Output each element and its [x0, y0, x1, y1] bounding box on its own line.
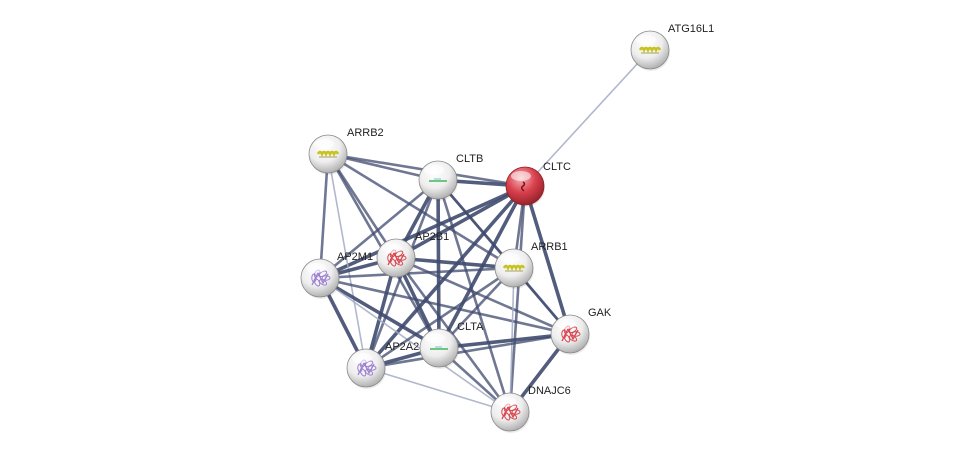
edge-gak-ap2a2 — [364, 332, 572, 370]
node-label-arrb2: ARRB2 — [347, 127, 384, 139]
node-gloss — [636, 35, 656, 45]
edge-ap2m1-arrb1 — [318, 266, 516, 280]
node-arrb1[interactable]: ARRB1 — [494, 241, 568, 289]
node-label-arrb1: ARRB1 — [531, 241, 568, 253]
node-gloss — [511, 171, 531, 181]
node-label-atg16l1: ATG16L1 — [668, 23, 714, 35]
node-label-ap2m1: AP2M1 — [337, 251, 373, 263]
edge-ap2m1-gak — [318, 276, 572, 336]
node-gloss — [314, 139, 334, 149]
edge-cltc-ap2b1 — [394, 184, 527, 260]
node-label-ap2b1: AP2B1 — [415, 231, 449, 243]
node-gloss — [496, 397, 516, 407]
edge-cltc-ap2a2 — [364, 184, 527, 370]
edge-cltc-dnajc6 — [508, 184, 527, 414]
node-cltc[interactable]: CLTC — [505, 161, 571, 207]
node-label-dnajc6: DNAJC6 — [528, 385, 571, 397]
structure-icon — [316, 150, 340, 158]
edge-ap2m1-dnajc6 — [319, 277, 511, 413]
node-gloss — [556, 319, 576, 329]
edge-cltc-gak — [523, 184, 572, 336]
node-gloss — [382, 243, 402, 253]
edge-ap2m1-clta — [318, 276, 441, 350]
structure-icon — [502, 264, 526, 272]
node-gloss — [425, 333, 445, 343]
structure-icon — [638, 46, 662, 54]
node-label-gak: GAK — [588, 307, 612, 319]
structure-icon — [561, 325, 581, 343]
edge-ap2b1-gak — [394, 256, 572, 336]
node-gak[interactable]: GAK — [550, 307, 612, 355]
node-arrb2[interactable]: ARRB2 — [308, 127, 384, 175]
node-label-clta: CLTA — [457, 321, 484, 333]
node-gloss — [352, 353, 372, 363]
node-atg16l1[interactable]: ATG16L1 — [630, 23, 714, 71]
edge-cltc-ap2m1 — [318, 184, 527, 280]
node-gloss — [306, 263, 326, 273]
node-ap2m1[interactable]: AP2M1 — [300, 251, 373, 299]
node-gloss — [500, 253, 520, 263]
edge-cltb-ap2m1 — [318, 178, 440, 280]
node-gloss — [424, 165, 444, 175]
node-label-cltb: CLTB — [456, 153, 483, 165]
edge-ap2a2-dnajc6 — [365, 367, 511, 413]
edge-arrb2-ap2a2 — [327, 153, 367, 369]
node-label-cltc: CLTC — [543, 161, 571, 173]
structure-icon — [521, 181, 526, 192]
node-clta[interactable]: CLTA — [419, 321, 484, 369]
edge-atg16l1-cltc — [524, 49, 651, 187]
node-ap2b1[interactable]: AP2B1 — [376, 231, 449, 279]
structure-icon — [430, 346, 448, 350]
node-dnajc6[interactable]: DNAJC6 — [490, 385, 571, 433]
edge-cltb-clta — [436, 178, 441, 350]
node-cltb[interactable]: CLTB — [418, 153, 483, 201]
edge-ap2b1-arrb1 — [394, 256, 516, 270]
structure-icon — [311, 269, 331, 287]
structure-icon — [429, 178, 447, 182]
edge-arrb1-ap2a2 — [364, 266, 516, 370]
node-ap2a2[interactable]: AP2A2 — [346, 341, 419, 389]
edge-arrb2-ap2m1 — [318, 152, 330, 280]
node-label-ap2a2: AP2A2 — [385, 341, 419, 353]
